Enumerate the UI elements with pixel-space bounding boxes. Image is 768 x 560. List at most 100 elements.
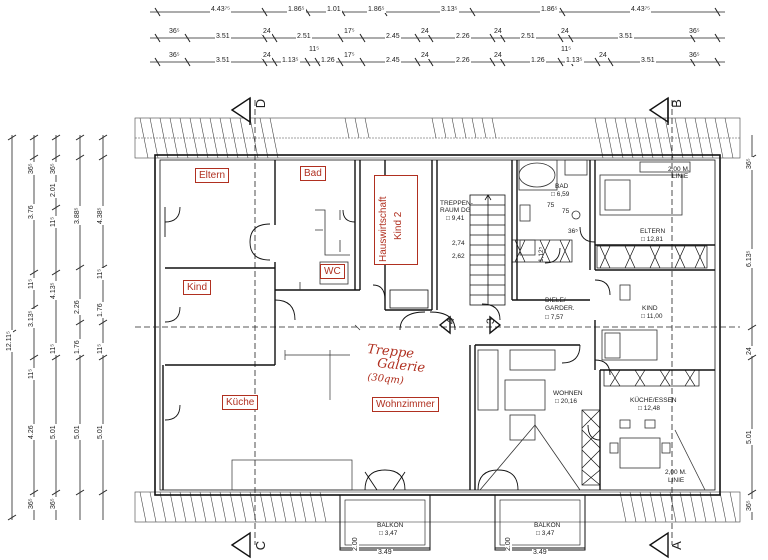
room-label-kueche: Küche xyxy=(222,395,259,410)
hatched-wall-blocks xyxy=(511,239,708,486)
label-kind-right: KIND xyxy=(642,305,658,312)
dim-right-2: 6.13⁵ xyxy=(746,249,753,268)
label-balkon-1-area: □ 3,47 xyxy=(379,530,398,537)
dim-row1-6: 1.86⁵ xyxy=(540,6,559,13)
label-treppenraum-2: RAUM DG xyxy=(440,207,471,214)
dim-row2-5: 17⁵ xyxy=(343,28,356,35)
room-label-hauswirtschaft: Hauswirtschaft Kind 2 xyxy=(374,175,418,265)
dim-row1-3: 1.01 xyxy=(326,6,342,13)
label-balkon-1: BALKON xyxy=(377,522,404,529)
dim-row3-15: 24 xyxy=(598,52,608,59)
dim-row2-7: 24 xyxy=(420,28,430,35)
dim-left-inner-5: 11⁵ xyxy=(50,342,57,355)
label-linie1: 2,00 M. xyxy=(668,166,690,173)
section-marker-bottom-left: C xyxy=(253,540,269,551)
dim-left-mid-4: 3.13⁵ xyxy=(28,309,35,328)
label-v2: 75 xyxy=(562,208,570,215)
stair-marker-left: 4 xyxy=(445,317,458,325)
dim-row2-6: 2.45 xyxy=(385,33,401,40)
dim-left-in3-4: 11⁵ xyxy=(97,342,104,355)
label-linie2: 2,00 M. xyxy=(665,469,687,476)
label-wohnen: WOHNEN xyxy=(553,390,583,397)
dim-left-in3-2: 11⁵ xyxy=(97,267,104,280)
bathroom-fixtures-right xyxy=(518,159,588,256)
label-eltern-right: ELTERN xyxy=(640,228,666,235)
left-furniture xyxy=(231,324,361,491)
label-diele-2: GARDER. xyxy=(545,305,575,312)
label-balkon-2: BALKON xyxy=(534,522,561,529)
label-balkon-2-area: □ 3,47 xyxy=(536,530,555,537)
living-furniture-right xyxy=(477,349,706,491)
dim-left-inner-6: 5.01 xyxy=(50,424,57,440)
dim-left-outer-2: 4.26 xyxy=(28,424,35,440)
dim-row2-2: 3.51 xyxy=(215,33,231,40)
label-kind-right-area: □ 11,00 xyxy=(641,313,663,320)
dim-left-mid-5: 11⁵ xyxy=(28,367,35,380)
dim-left-in3-5: 5.01 xyxy=(97,424,104,440)
dim-row3-4: 1.13⁵ xyxy=(281,57,300,64)
dim-left-inner-4: 4.13⁵ xyxy=(50,281,57,300)
dim-row3-10: 2.26 xyxy=(455,57,471,64)
left-interior-walls xyxy=(162,160,438,490)
label-diele-area: □ 7,57 xyxy=(545,314,564,321)
label-v3: 1,12⁵ xyxy=(538,246,545,262)
dim-row3-6: 1.26 xyxy=(320,57,336,64)
dim-bottom-3: 2.00 xyxy=(505,536,512,552)
dim-row3-9: 24 xyxy=(420,52,430,59)
label-kueche-right: KÜCHE/ESSEN xyxy=(630,397,677,404)
dim-left-mid-1: 36⁵ xyxy=(28,162,35,175)
dim-row1-4: 1.86⁵ xyxy=(367,6,386,13)
bedroom-furniture-right xyxy=(599,161,691,361)
label-diele: DIELE/ xyxy=(545,297,566,304)
dim-row2-11: 24 xyxy=(560,28,570,35)
dim-bottom-1: 2.00 xyxy=(352,536,359,552)
label-wohnen-area: □ 20,16 xyxy=(555,398,577,405)
room-label-wohnzimmer: Wohnzimmer xyxy=(372,397,439,412)
dim-left-in2-3: 1.76 xyxy=(74,339,81,355)
dim-row3-17: 36⁵ xyxy=(688,52,701,59)
dim-right-5: 36⁵ xyxy=(746,499,753,512)
section-marker-top-right: B xyxy=(668,99,684,108)
dim-row2-4: 2.51 xyxy=(296,33,312,40)
dim-left-inner-7: 36⁵ xyxy=(50,497,57,510)
roof-eave-top xyxy=(134,117,741,159)
dim-left-inner-2: 2.01 xyxy=(50,182,57,198)
label-bad-right: BAD xyxy=(555,183,569,190)
dim-row2-1: 36⁵ xyxy=(168,28,181,35)
dim-left-in2-2: 2.26 xyxy=(74,299,81,315)
dim-row3-14: 1.13⁵ xyxy=(565,57,584,64)
dim-bottom-2: 3.49 xyxy=(377,549,393,556)
dim-row3-16: 3.51 xyxy=(640,57,656,64)
label-bad-right-area: □ 6,59 xyxy=(551,191,570,198)
dim-left-in2-4: 5.01 xyxy=(74,424,81,440)
dim-row2-12: 3.51 xyxy=(618,33,634,40)
label-linie2b: LINIE xyxy=(668,477,685,484)
dim-left-inner-3: 11⁵ xyxy=(50,215,57,228)
doors-left xyxy=(164,206,519,491)
room-label-kind: Kind xyxy=(183,280,212,295)
dim-row2-10: 2.51 xyxy=(520,33,536,40)
roof-eave-bottom xyxy=(134,491,741,523)
dim-row3-2: 3.51 xyxy=(215,57,231,64)
label-eltern-right-area: □ 12,81 xyxy=(641,236,663,243)
label-height-2: 2,62 xyxy=(452,253,465,260)
stair-marker-right: 3 xyxy=(485,317,498,325)
label-kueche-right-area: □ 12,48 xyxy=(638,405,660,412)
dim-row3-12: 1.26 xyxy=(530,57,546,64)
dim-row2-8: 2.26 xyxy=(455,33,471,40)
dim-row3-3: 24 xyxy=(262,52,272,59)
dim-row3-5: 11⁵ xyxy=(308,46,321,53)
room-label-eltern: Eltern xyxy=(195,168,230,183)
dim-left-mid-3: 11⁵ xyxy=(28,277,35,290)
dim-row2-3: 24 xyxy=(262,28,272,35)
section-marker-top-left: D xyxy=(253,98,269,109)
section-marker-bottom-right: A xyxy=(668,541,684,550)
dim-row3-8: 2.45 xyxy=(385,57,401,64)
top-dimension-lines xyxy=(150,7,725,67)
dim-left-in2-1: 3.88⁵ xyxy=(74,206,81,225)
dim-row3-11: 24 xyxy=(493,52,503,59)
room-label-bad: Bad xyxy=(300,166,326,181)
dim-row1-1: 4.43⁷⁵ xyxy=(210,6,232,13)
dim-left-mid-6: 36⁵ xyxy=(28,497,35,510)
